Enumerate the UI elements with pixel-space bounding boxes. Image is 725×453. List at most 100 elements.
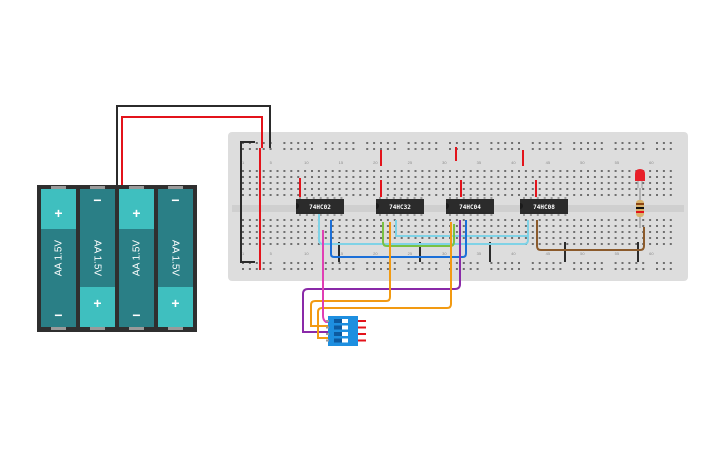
minus-sign: − [132,307,140,323]
cell-label: AA 1.5V [132,240,143,276]
column-number-top: 40 [511,160,516,165]
battery-cell: + − AA 1.5V [119,186,154,330]
battery-pack[interactable]: + − AA 1.5V + − AA 1.5V + − AA 1.5V + − AA 1.5V [37,185,197,332]
dip-toggle[interactable] [342,319,348,323]
breadboard-holes [242,142,672,270]
chip-label: 74HC02 [309,204,331,211]
cell-terminal-top [129,186,144,190]
chip-notch [520,203,523,209]
column-number-bottom: 25 [408,251,413,256]
column-number-top: 10 [304,160,309,165]
column-number-top: 15 [339,160,344,165]
cell-positive-cap [119,189,154,229]
cell-terminal-bottom [90,326,105,330]
breadboard-column-numbers: 1155101015152020252530303535404045455050… [242,160,654,256]
column-number-bottom: 1 [242,251,245,256]
resistor-band-3 [636,211,644,213]
column-number-bottom: 60 [649,251,654,256]
dip-switch-toggles[interactable] [334,319,348,343]
resistor-band-2 [636,207,644,209]
cell-terminal-top [168,186,183,190]
dip-switch[interactable] [326,316,366,346]
column-number-bottom: 55 [615,251,620,256]
battery-cell: + − AA 1.5V [80,186,115,330]
chip-body [520,199,568,214]
column-number-bottom: 35 [477,251,482,256]
battery-black-lead[interactable] [116,105,271,185]
minus-sign: − [93,192,101,208]
wire-purple[interactable] [302,220,461,333]
column-number-top: 1 [242,160,245,165]
dip-toggle[interactable] [342,338,348,343]
column-number-bottom: 20 [373,251,378,256]
minus-sign: − [54,307,62,323]
plus-sign: + [132,205,140,221]
column-number-top: 50 [580,160,585,165]
plus-sign: + [171,295,179,311]
minus-sign: − [171,192,179,208]
battery-red-lead[interactable] [121,116,263,185]
resistor-band-1 [636,203,644,205]
column-number-bottom: 45 [546,251,551,256]
cell-terminal-top [90,186,105,190]
battery-cells: + − AA 1.5V + − AA 1.5V + − AA 1.5V + − AA 1.5V [41,186,193,330]
chip-74hc04[interactable]: 74HC04 [446,197,494,216]
chip-74hc32[interactable]: 74HC32 [376,197,424,216]
column-number-top: 35 [477,160,482,165]
column-number-bottom: 30 [442,251,447,256]
cell-label: AA 1.5V [54,240,65,276]
led-body [635,169,645,181]
column-number-top: 25 [408,160,413,165]
chip-notch [376,203,379,209]
wire-green[interactable] [382,222,455,247]
chip-notch [296,203,299,209]
dip-toggle[interactable] [342,332,348,336]
column-number-bottom: 50 [580,251,585,256]
column-number-bottom: 15 [339,251,344,256]
dip-slot [334,325,348,330]
wire-blue[interactable] [330,220,467,258]
column-number-bottom: 40 [511,251,516,256]
chip-notch [446,203,449,209]
column-number-bottom: 10 [304,251,309,256]
plus-sign: + [93,295,101,311]
wire-lightblue-1[interactable] [318,214,529,245]
cell-positive-cap [80,287,115,327]
battery-cell: + − AA 1.5V [41,186,76,330]
chip-body [296,199,344,214]
cell-terminal-bottom [51,326,66,330]
column-number-top: 45 [546,160,551,165]
wire-brown[interactable] [536,220,645,251]
cell-terminal-bottom [168,326,183,330]
dip-slot [334,319,348,323]
chip-label: 74HC32 [389,204,411,211]
column-number-top: 60 [649,160,654,165]
battery-cell: + − AA 1.5V [158,186,193,330]
dip-slot [334,332,348,336]
column-number-top: 20 [373,160,378,165]
plus-sign: + [54,205,62,221]
chip-label: 74HC08 [533,204,555,211]
column-number-top: 55 [615,160,620,165]
cell-terminal-top [51,186,66,190]
cell-label: AA 1.5V [92,240,103,276]
wire-orange-1[interactable] [310,222,391,327]
cell-positive-cap [158,287,193,327]
dip-toggle[interactable] [342,325,348,330]
wire-magenta[interactable] [322,230,330,323]
chip-body [446,199,494,214]
resistor[interactable] [636,188,644,228]
chip-74hc08[interactable]: 74HC08 [520,197,568,216]
ground-rail-wire[interactable] [240,141,255,263]
chip-74hc02[interactable]: 74HC02 [296,197,344,216]
led[interactable] [635,169,645,188]
ic-chips: 74HC02 74HC32 74HC04 74HC08 [296,197,568,216]
cell-terminal-bottom [129,326,144,330]
column-number-bottom: 5 [270,251,273,256]
wire-lightblue-2[interactable] [395,220,528,237]
column-number-top: 5 [270,160,273,165]
chip-body [376,199,424,214]
cell-positive-cap [41,189,76,229]
cell-label: AA 1.5V [170,240,181,276]
